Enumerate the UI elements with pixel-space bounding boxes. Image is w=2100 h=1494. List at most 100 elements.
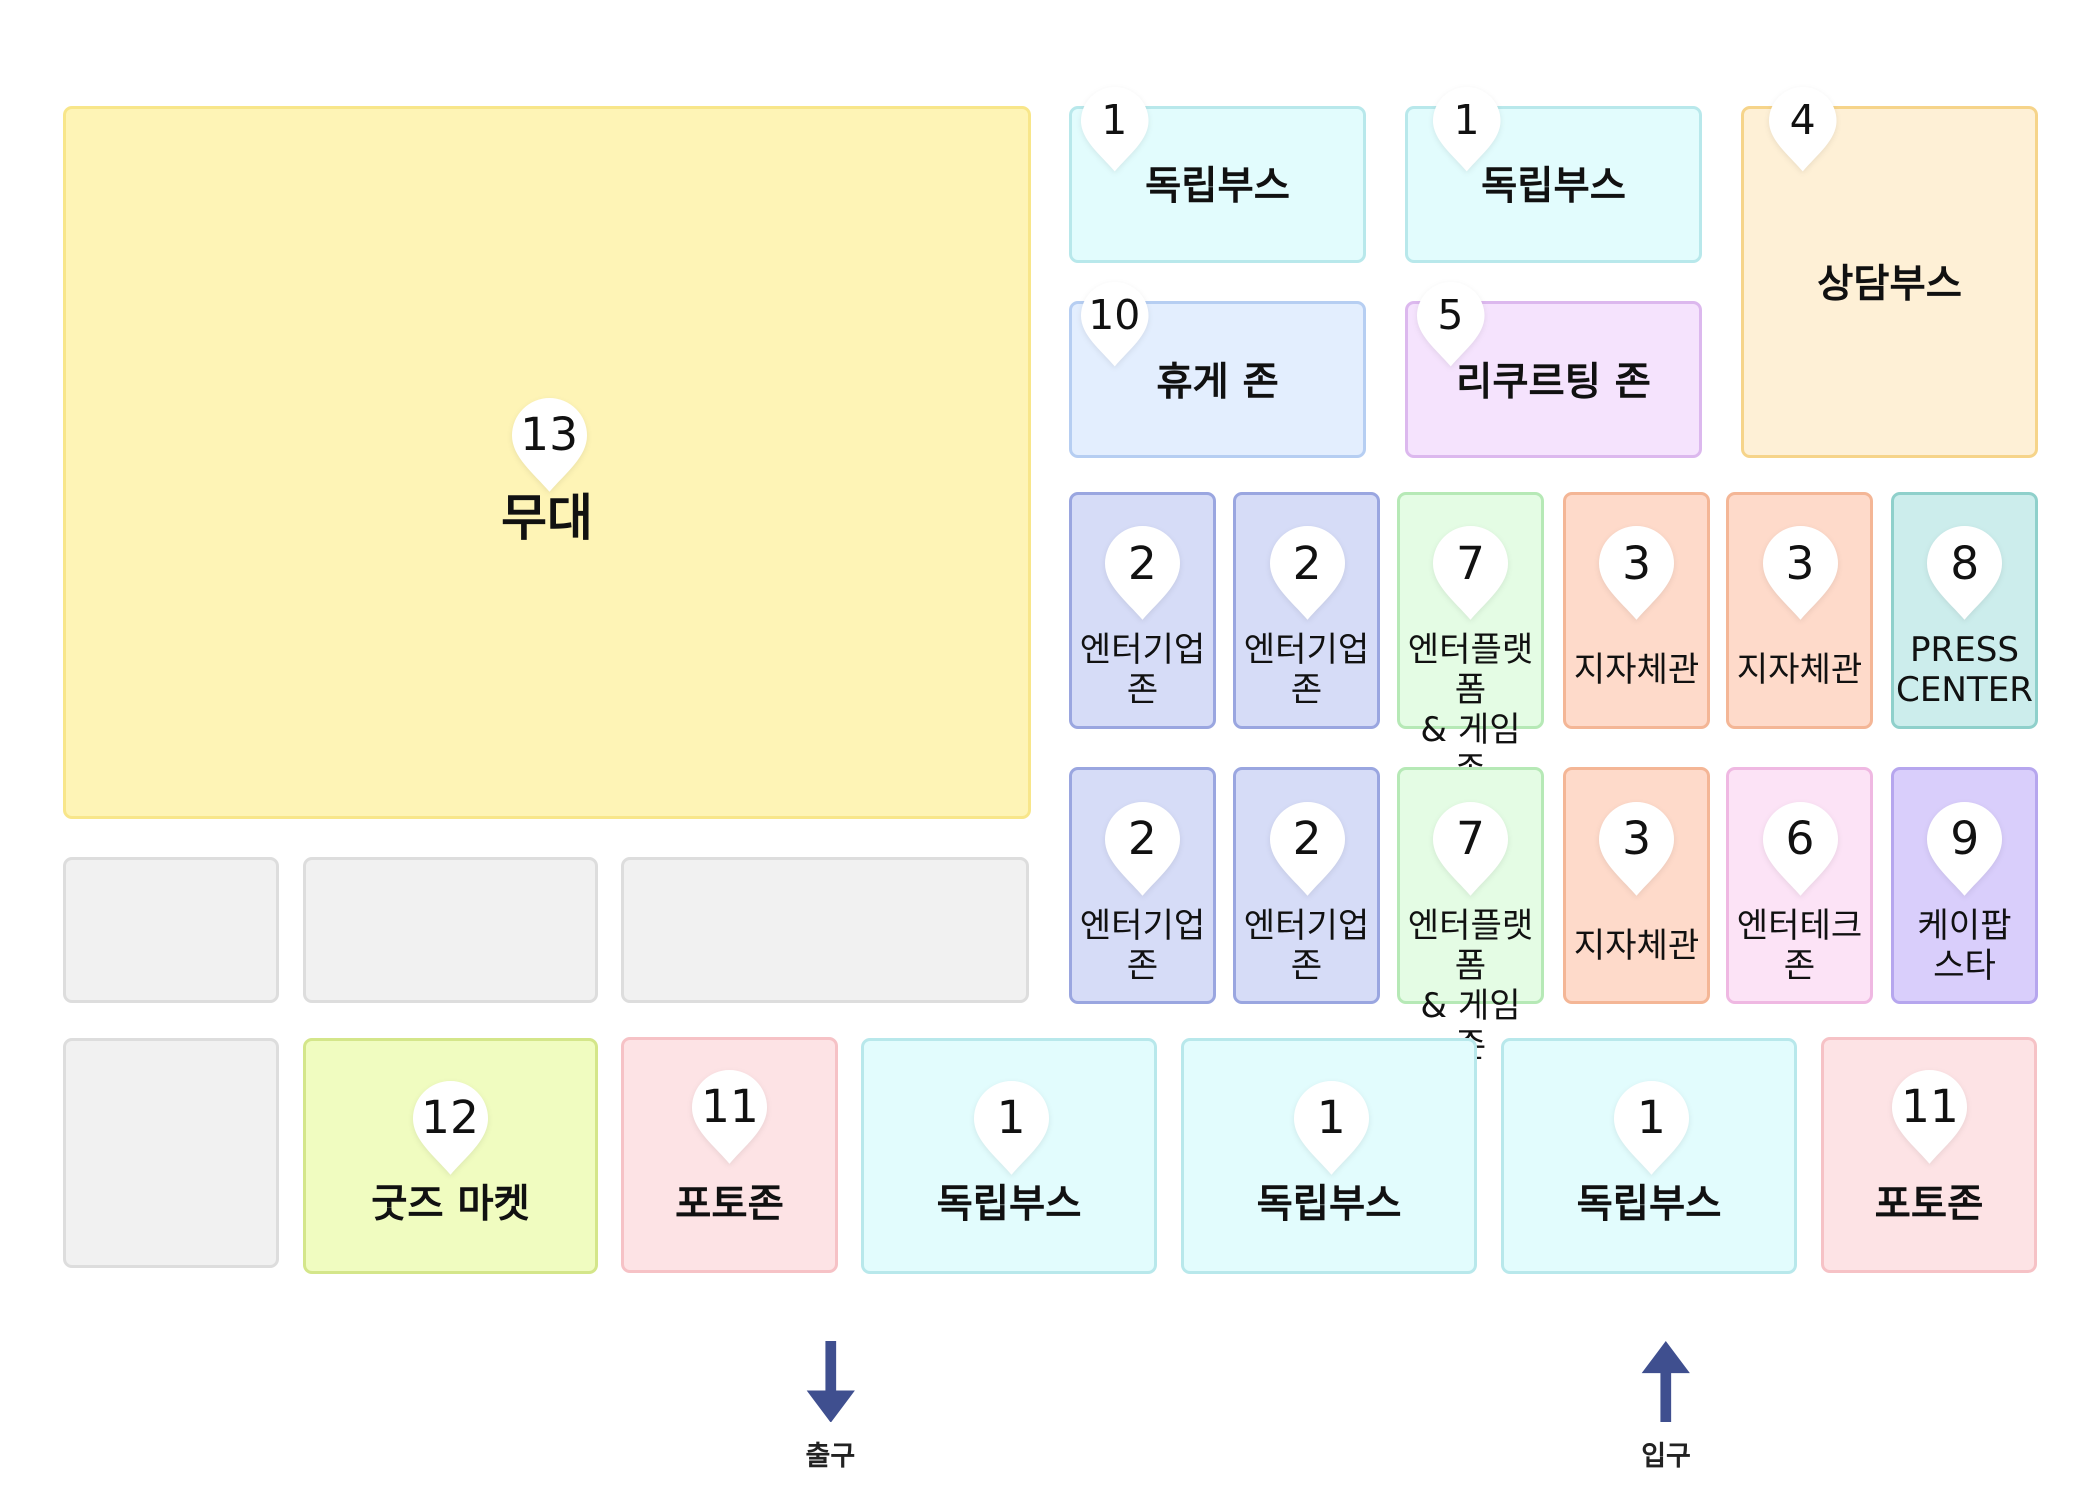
pin-marker: 3 [1599, 802, 1675, 896]
map-pin-icon [1599, 526, 1675, 621]
map-pin-icon [1269, 526, 1345, 621]
zone-label: 엔터테크 존 [1736, 905, 1863, 986]
pin-marker: 11 [692, 1070, 768, 1164]
map-pin-icon [692, 1070, 768, 1164]
pin-number: 5 [1437, 291, 1464, 340]
pin-number: 1 [1636, 1090, 1666, 1144]
map-pin-icon [1927, 802, 2003, 896]
zone-label: 독립부스 [1145, 163, 1290, 210]
zone-label: 엔터기업 존 [1079, 905, 1206, 986]
pin-marker: 6 [1762, 802, 1838, 896]
pin-number: 1 [1101, 95, 1128, 144]
zone-label: 엔터기업 존 [1243, 629, 1370, 710]
pin-marker: 12 [412, 1080, 488, 1175]
map-pin-icon [1762, 802, 1838, 896]
pin-marker: 1 [1080, 86, 1149, 172]
zone-label: 굿즈 마켓 [371, 1181, 530, 1228]
pin-number: 3 [1622, 812, 1652, 866]
pin-marker: 2 [1104, 802, 1180, 896]
pin-marker: 1 [1432, 86, 1501, 172]
zone-label: 독립부스 [936, 1181, 1082, 1228]
pin-marker: 1 [973, 1080, 1049, 1175]
pin-marker: 7 [1433, 802, 1509, 896]
pin-number: 3 [1785, 536, 1815, 590]
map-pin-icon [1104, 802, 1180, 896]
pin-number: 2 [1127, 812, 1157, 866]
pin-marker: 1 [1293, 1080, 1369, 1175]
zone-empty-1 [63, 857, 279, 1003]
pin-marker: 2 [1269, 526, 1345, 621]
pin-marker: 11 [1892, 1070, 1968, 1164]
pin-marker: 9 [1927, 802, 2003, 896]
map-pin-icon [1927, 526, 2003, 621]
pin-number: 2 [1127, 536, 1157, 590]
pin-marker: 3 [1599, 526, 1675, 621]
pin-marker: 3 [1762, 526, 1838, 621]
zone-label: 지자체관 [1573, 925, 1700, 966]
map-pin-icon [973, 1080, 1049, 1175]
map-pin-icon [1613, 1080, 1689, 1175]
zone-label: 엔터기업 존 [1079, 629, 1206, 710]
pin-marker: 13 [511, 397, 587, 492]
pin-marker: 1 [1613, 1080, 1689, 1175]
map-pin-icon [511, 397, 587, 492]
zone-label: 엔터플랫폼 & 게임 존 [1407, 905, 1534, 1067]
pin-number: 6 [1785, 812, 1815, 866]
zone-label: 케이팝 스타 [1917, 905, 2012, 986]
zone-label: 엔터기업 존 [1243, 905, 1370, 986]
zone-label: 포토존 [675, 1181, 784, 1228]
zone-label: 포토존 [1874, 1181, 1984, 1228]
zone-label: PRESS CENTER [1896, 629, 2033, 710]
map-pin-icon [1293, 1080, 1369, 1175]
pin-number: 3 [1622, 536, 1652, 590]
zone-enter-r2-1[interactable]: 엔터기업 존 [1069, 767, 1216, 1004]
zone-label: 무대 [501, 489, 593, 548]
zone-label: 지자체관 [1573, 649, 1700, 690]
zone-label: 지자체관 [1736, 649, 1863, 690]
arrow-down-icon [806, 1340, 855, 1423]
pin-marker: 8 [1927, 526, 2003, 621]
zone-rest[interactable]: 휴게 존 [1069, 301, 1366, 458]
zone-indie-top-1[interactable]: 독립부스 [1069, 106, 1366, 263]
pin-number: 10 [1088, 291, 1141, 340]
entrance-label: 입구 [1641, 1440, 1691, 1472]
pin-number: 8 [1950, 536, 1980, 590]
zone-label: 독립부스 [1256, 1181, 1402, 1228]
map-pin-icon [1416, 282, 1485, 367]
zone-label: 독립부스 [1481, 163, 1626, 210]
map-pin-icon [1762, 526, 1838, 621]
pin-number: 1 [1453, 95, 1480, 144]
pin-marker: 2 [1269, 802, 1345, 896]
pin-number: 11 [1900, 1080, 1959, 1134]
pin-number: 1 [996, 1090, 1026, 1144]
map-pin-icon [1768, 86, 1837, 172]
map-pin-icon [1433, 802, 1509, 896]
map-pin-icon [1104, 526, 1180, 621]
pin-marker: 5 [1416, 282, 1485, 367]
zone-label: 휴게 존 [1156, 358, 1279, 405]
pin-number: 12 [421, 1090, 479, 1144]
zone-empty-4 [63, 1038, 279, 1268]
zone-empty-2 [303, 857, 598, 1003]
zone-label: 상담부스 [1817, 261, 1962, 308]
pin-number: 13 [520, 407, 579, 461]
map-pin-icon [1433, 526, 1509, 621]
map-pin-icon [1892, 1070, 1968, 1164]
arrow-up-icon [1641, 1340, 1691, 1423]
pin-number: 2 [1292, 812, 1322, 866]
pin-marker: 2 [1104, 526, 1180, 621]
map-pin-icon [1432, 86, 1501, 172]
pin-number: 7 [1456, 536, 1486, 590]
map-pin-icon [412, 1080, 488, 1175]
zone-label: 리쿠르팅 존 [1456, 358, 1651, 405]
zone-label: 독립부스 [1576, 1181, 1722, 1228]
pin-number: 9 [1950, 812, 1980, 866]
map-pin-icon [1080, 86, 1149, 172]
pin-number: 7 [1456, 812, 1486, 866]
zone-local-r2[interactable]: 지자체관 [1563, 767, 1710, 1004]
map-pin-icon [1080, 282, 1149, 367]
pin-marker: 4 [1768, 86, 1837, 172]
zone-consult[interactable]: 상담부스 [1741, 106, 2038, 458]
pin-number: 1 [1316, 1090, 1346, 1144]
pin-number: 11 [700, 1080, 759, 1134]
